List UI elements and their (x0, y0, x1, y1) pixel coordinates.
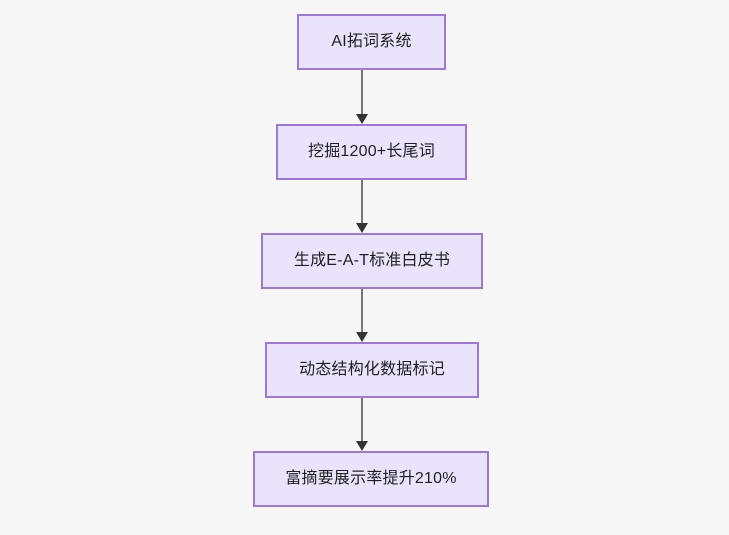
flow-node-longtail-keywords[interactable]: 挖掘1200+长尾词 (276, 124, 467, 180)
connector-node4-node5 (352, 398, 372, 451)
arrowhead-icon (356, 332, 368, 342)
flow-node-label: 富摘要展示率提升210% (285, 470, 457, 488)
arrowhead-icon (356, 114, 368, 124)
arrowhead-icon (356, 441, 368, 451)
flow-node-structured-data-markup[interactable]: 动态结构化数据标记 (265, 342, 479, 398)
flow-node-label: 动态结构化数据标记 (299, 361, 445, 379)
arrowhead-icon (356, 223, 368, 233)
flow-node-label: AI拓词系统 (331, 33, 412, 51)
flow-node-label: 挖掘1200+长尾词 (308, 143, 435, 161)
connector-node3-node4 (352, 289, 372, 342)
flow-node-eat-whitepaper[interactable]: 生成E-A-T标准白皮书 (261, 233, 483, 289)
connector-node1-node2 (352, 70, 372, 124)
flow-node-ai-keyword-system[interactable]: AI拓词系统 (297, 14, 446, 70)
flow-node-rich-snippet-result[interactable]: 富摘要展示率提升210% (253, 451, 489, 507)
connector-node2-node3 (352, 180, 372, 233)
flow-node-label: 生成E-A-T标准白皮书 (293, 252, 451, 270)
